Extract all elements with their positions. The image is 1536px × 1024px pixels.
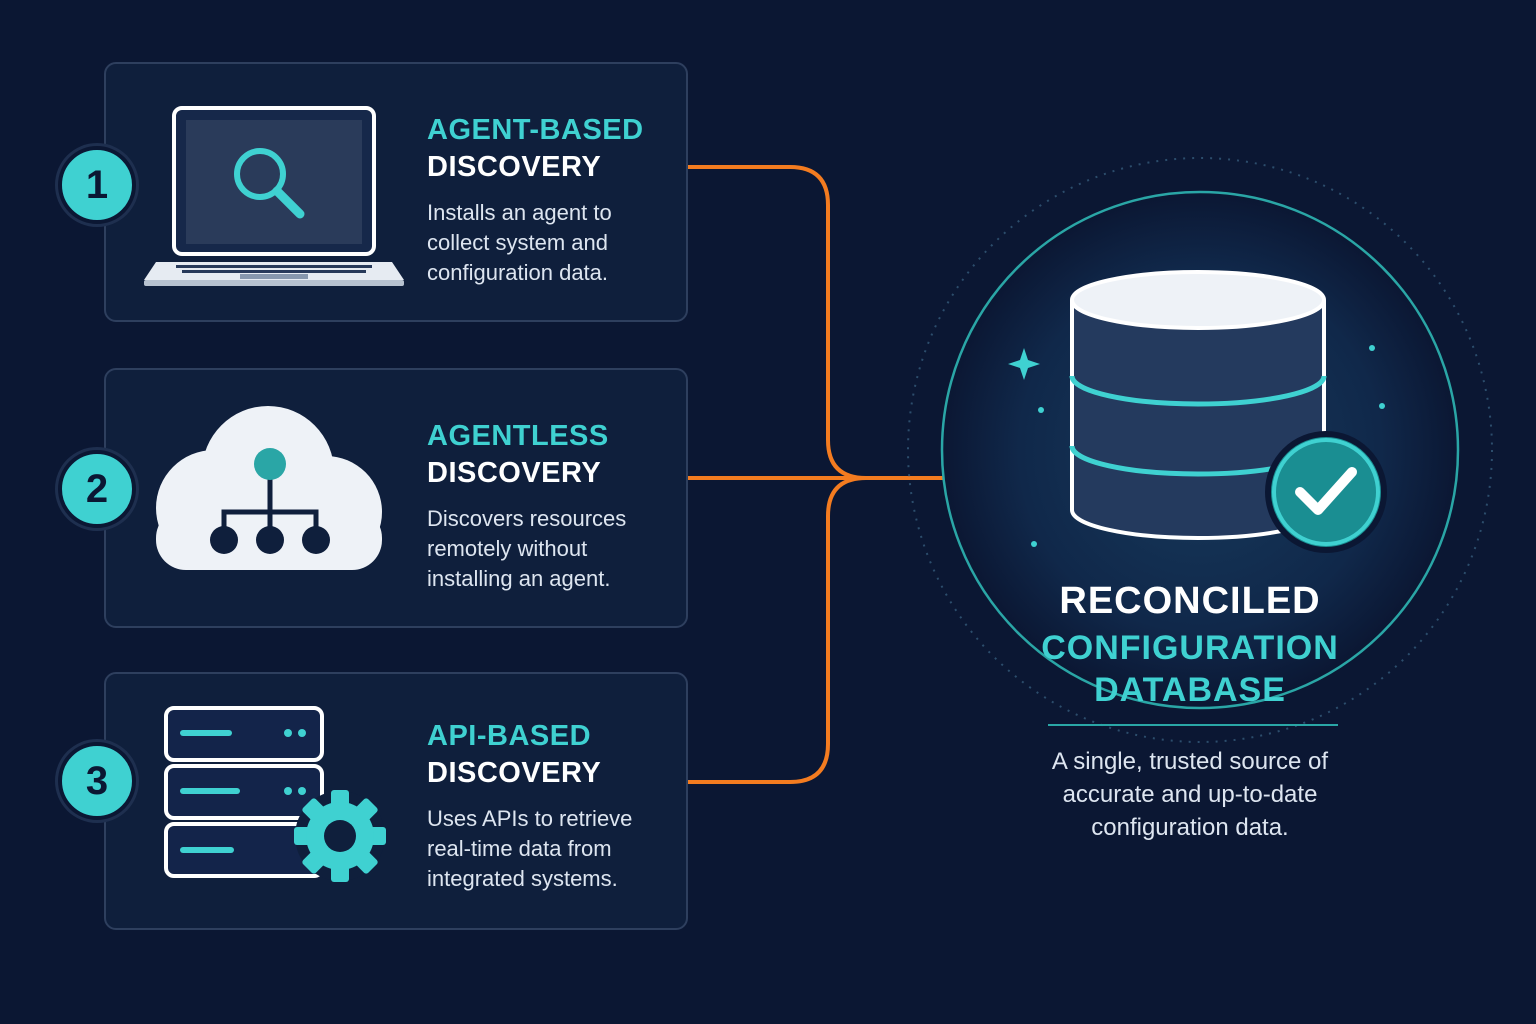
- method-3-description: Uses APIs to retrieve real-time data fro…: [427, 806, 633, 891]
- step-badge-2: 2: [58, 450, 136, 528]
- connector-line-3: [686, 476, 868, 784]
- method-3-title-main: DISCOVERY: [427, 757, 602, 789]
- connector-line-1: [686, 165, 868, 480]
- method-card-agentless: AGENTLESS DISCOVERY Discovers resources …: [104, 368, 688, 628]
- step-badge-3: 3: [58, 742, 136, 820]
- method-card-api-based: API-BASED DISCOVERY Uses APIs to retriev…: [104, 672, 688, 930]
- check-icon: [1295, 467, 1357, 515]
- method-2-title-accent: AGENTLESS: [427, 420, 609, 452]
- method-1-text: AGENT-BASED DISCOVERY Installs an agent …: [427, 112, 677, 288]
- method-2-title-main: DISCOVERY: [427, 457, 602, 489]
- step-badge-1: 1: [58, 146, 136, 224]
- destination-title-line2: CONFIGURATION: [1041, 629, 1339, 667]
- method-card-agent-based: AGENT-BASED DISCOVERY Installs an agent …: [104, 62, 688, 322]
- method-3-text: API-BASED DISCOVERY Uses APIs to retriev…: [427, 718, 677, 894]
- method-1-title-main: DISCOVERY: [427, 151, 602, 183]
- destination-title-line3: DATABASE: [1094, 671, 1286, 709]
- method-3-title-accent: API-BASED: [427, 720, 592, 752]
- cloud-network-icon: [156, 406, 382, 570]
- check-badge: [1265, 431, 1387, 553]
- method-2-description: Discovers resources remotely without ins…: [427, 506, 627, 591]
- destination-title-line1: RECONCILED: [1059, 580, 1321, 622]
- method-2-text: AGENTLESS DISCOVERY Discovers resources …: [427, 418, 677, 594]
- method-1-title-accent: AGENT-BASED: [427, 114, 644, 146]
- laptop-search-icon: [144, 106, 404, 286]
- database-check-icon: [907, 157, 1493, 743]
- destination-divider: [1048, 724, 1338, 726]
- server-gear-icon: [164, 706, 386, 882]
- destination-description: A single, trusted source of accurate and…: [1051, 748, 1329, 841]
- sparkle-icon: [1008, 348, 1040, 380]
- method-1-description: Installs an agent to collect system and …: [427, 200, 612, 285]
- destination-title-rest: CONFIGURATION DATABASE: [1000, 627, 1380, 711]
